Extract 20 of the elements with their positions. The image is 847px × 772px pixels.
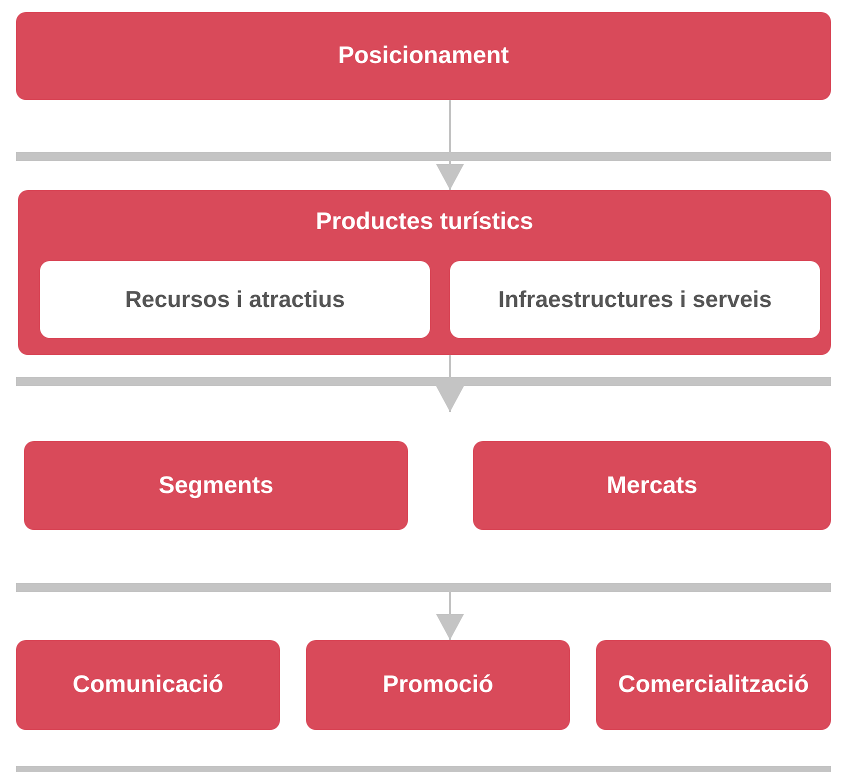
process-box: [473, 441, 831, 530]
process-box: [16, 640, 280, 730]
process-box: [24, 441, 408, 530]
group-box: [18, 190, 831, 355]
arrow: [436, 355, 464, 412]
box-label: Comunicació: [72, 671, 224, 699]
process-box: [596, 640, 831, 730]
box-label: Segments: [158, 472, 274, 500]
group-title: Productes turístics: [316, 208, 534, 236]
process-box: [306, 640, 570, 730]
box-label: Infraestructures i serveis: [498, 286, 772, 313]
box-label: Comercialització: [618, 671, 809, 699]
box-label: Promoció: [382, 671, 494, 699]
process-box: [450, 261, 820, 338]
box-label: Mercats: [606, 472, 698, 500]
process-box: [40, 261, 430, 338]
arrow: [436, 100, 464, 190]
box-label: Posicionament: [338, 42, 509, 70]
box-label: Recursos i atractius: [125, 286, 345, 313]
process-box: [16, 12, 831, 100]
